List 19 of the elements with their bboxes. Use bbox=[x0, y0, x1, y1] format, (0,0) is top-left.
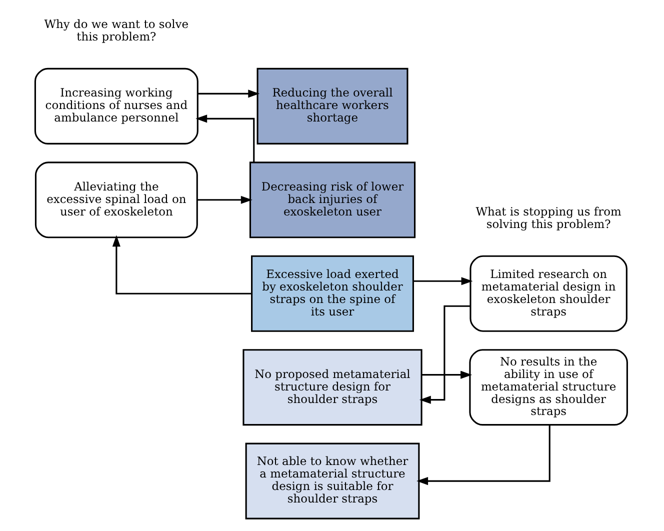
arrow bbox=[416, 424, 550, 486]
node-box: Limited research on metamaterial design in exoskeleton shoulder straps bbox=[469, 255, 627, 332]
arrow bbox=[412, 277, 472, 286]
label: Why do we want to solve this problem? bbox=[44, 16, 188, 44]
arrow bbox=[195, 114, 254, 162]
node-box: Decreasing risk of lower back injuries of exoskeleton user bbox=[248, 162, 416, 238]
node-box: No results in the ability in use of metamaterial structure designs as shoulder straps bbox=[468, 349, 628, 426]
arrow bbox=[197, 90, 260, 98]
node-box: Increasing working conditions of nurses and ambulance personnel bbox=[34, 68, 198, 144]
arrow bbox=[196, 196, 252, 204]
arrow bbox=[421, 370, 472, 379]
arrow bbox=[418, 305, 470, 404]
label: What is stopping us from solving this problem? bbox=[475, 204, 621, 231]
node-box: Excessive load exerted by exoskeleton shoulder straps on the spine of its user bbox=[250, 255, 414, 332]
node-box: No proposed metamaterial structure design for shoulder straps bbox=[242, 349, 422, 426]
arrow bbox=[112, 235, 252, 294]
node-box: Alleviating the excessive spinal load on user of exoskeleton bbox=[34, 162, 198, 238]
node-box: Reducing the overall healthcare workers shortage bbox=[256, 68, 408, 144]
node-box: Not able to know whether a metamaterial structure design is suitable for shoulder straps bbox=[244, 442, 420, 520]
